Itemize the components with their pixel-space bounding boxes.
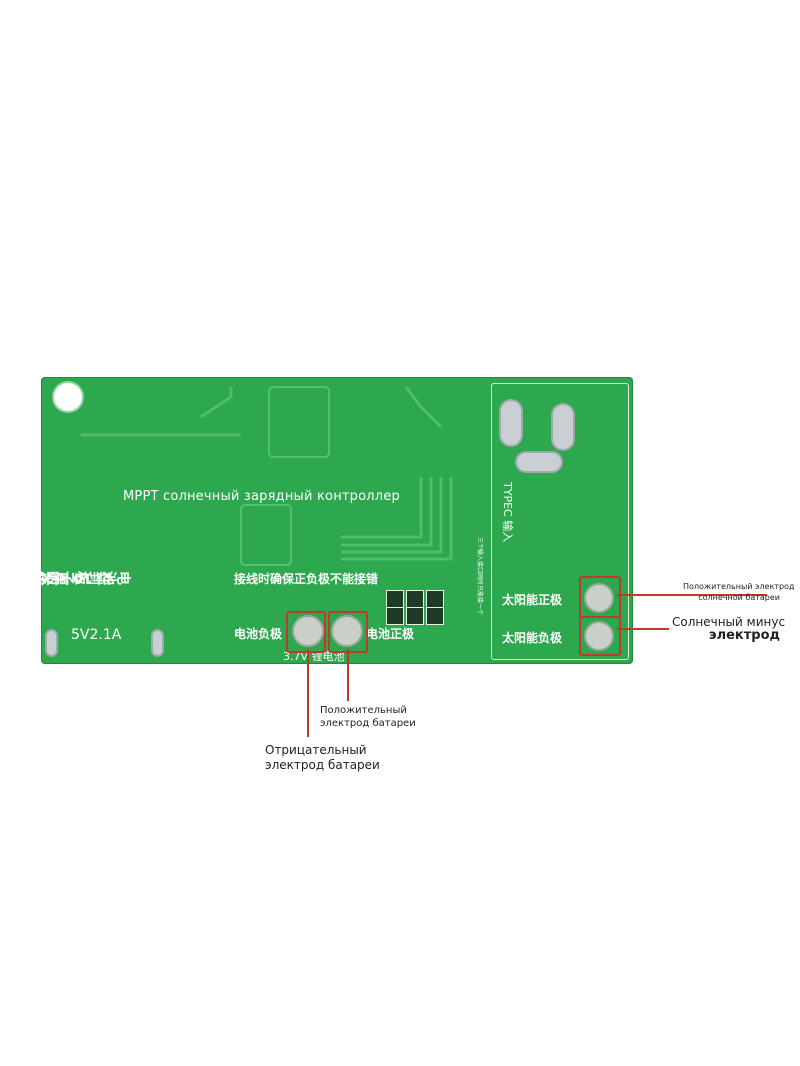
- chip-2: [406, 590, 424, 608]
- solar-positive-silk: 太阳能正极: [502, 593, 563, 607]
- solar-negative-silk: 太阳能负极: [502, 631, 563, 645]
- solar-negative-callout-line-2: электрод: [708, 628, 780, 643]
- battery-positive-leader: [347, 649, 349, 701]
- chip-4: [386, 607, 404, 625]
- battery-negative-callout-line-2: электрод батареи: [265, 758, 380, 772]
- chip-5: [406, 607, 424, 625]
- solar-negative-highlight: [579, 616, 621, 656]
- chip-1: [386, 590, 404, 608]
- typec-label: TYPEC 输入: [501, 482, 514, 543]
- board-title: MPPT солнечный зарядный контроллер: [123, 489, 400, 504]
- side-note: 三个输入接口同时只能接一个: [476, 537, 483, 616]
- typec-slot-2: [551, 403, 575, 451]
- solar-negative-leader: [617, 628, 669, 630]
- solar-input-zone: [491, 383, 629, 660]
- battery-positive-highlight: [328, 611, 368, 653]
- chip-6: [426, 607, 444, 625]
- solar-positive-callout: Положительный электрод солнечной батареи: [683, 581, 795, 603]
- solar-positive-callout-line-1: Положительный электрод: [683, 582, 795, 591]
- battery-negative-silk: 电池负极: [234, 627, 283, 641]
- solar-positive-highlight: [579, 576, 621, 618]
- left-vertical-text-2: 在 10 厘米内不能太长: [0, 569, 112, 586]
- battery-positive-callout-line-1: Положительный: [320, 705, 407, 716]
- battery-negative-callout-line-1: Отрицательный: [265, 743, 367, 757]
- output-label: 5V2.1A: [71, 627, 122, 643]
- battery-positive-pad[interactable]: [331, 615, 363, 647]
- battery-negative-highlight: [286, 611, 326, 653]
- solar-negative-callout: Солнечный минус электрод: [672, 615, 786, 643]
- pcb-board: 电池到板子的线应控制 在 10 厘米内不能太长 MPPT солнечный з…: [0, 377, 633, 664]
- wiring-warning: 接线时确保正负极不能接错: [234, 572, 379, 586]
- battery-negative-pad[interactable]: [292, 615, 324, 647]
- pcb-traces: [81, 386, 453, 566]
- battery-positive-callout-line-2: электрод батареи: [320, 718, 416, 729]
- battery-positive-silk: 电池正极: [366, 627, 415, 641]
- solar-negative-callout-line-1: Солнечный минус: [672, 615, 786, 629]
- mounting-hole: [54, 383, 82, 411]
- solar-positive-pad[interactable]: [584, 583, 614, 613]
- battery-positive-callout: Положительный электрод батареи: [320, 704, 416, 730]
- battery-type-silk: 3.7V 锂电池: [283, 650, 345, 663]
- typec-slot-1: [499, 399, 523, 447]
- chip-3: [426, 590, 444, 608]
- battery-negative-callout: Отрицательный электрод батареи: [265, 743, 380, 773]
- solar-negative-pad[interactable]: [584, 621, 614, 651]
- solar-positive-callout-line-2: солнечной батареи: [698, 593, 780, 602]
- solar-positive-leader: [617, 594, 767, 596]
- typec-slot-3: [515, 451, 563, 473]
- output-slot-left: [45, 629, 58, 657]
- battery-negative-leader: [307, 649, 309, 737]
- output-slot-right: [151, 629, 164, 657]
